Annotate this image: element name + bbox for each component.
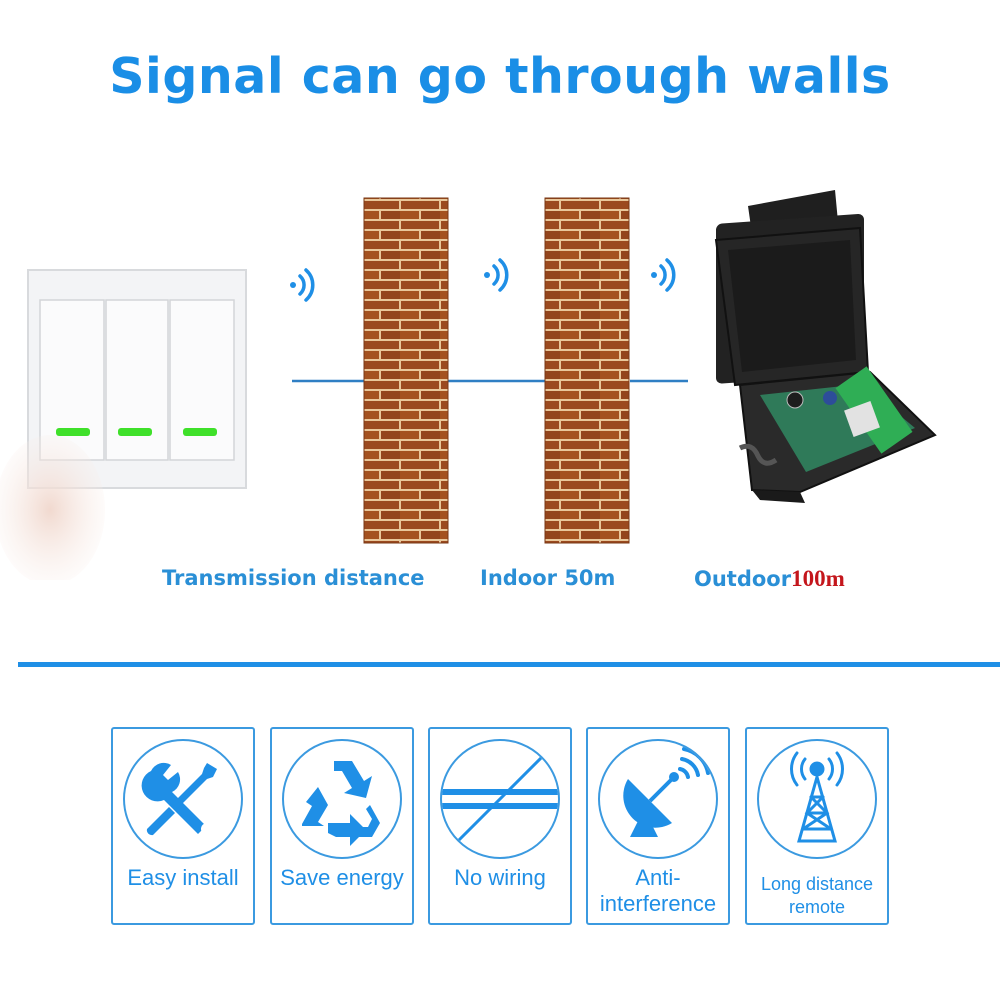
feature-label: Long distance remote xyxy=(760,874,874,917)
recycle-icon xyxy=(302,761,380,846)
page-title: Signal can go through walls xyxy=(109,48,891,105)
feature-card-no-wiring: No wiring xyxy=(428,727,572,925)
wave-icon xyxy=(290,268,315,302)
wrench-screwdriver-icon xyxy=(141,762,217,836)
scene-illustration xyxy=(0,190,937,580)
feature-label: Easy install xyxy=(127,865,239,890)
indoor-distance-label: Indoor 50m xyxy=(480,566,616,590)
no-wire-icon xyxy=(442,741,558,857)
feature-card-easy-install: Easy install xyxy=(111,727,255,925)
wave-icon xyxy=(484,258,509,292)
signal-tower-icon xyxy=(790,751,844,843)
wall-switch xyxy=(0,269,247,580)
brick-wall-2 xyxy=(544,197,630,544)
section-divider xyxy=(18,662,1000,667)
feature-label: Anti- interference xyxy=(599,865,717,916)
switch-led-3 xyxy=(183,428,217,436)
outdoor-label: Outdoor xyxy=(694,567,792,591)
finger-image xyxy=(0,435,105,580)
switch-led-2 xyxy=(118,428,152,436)
outdoor-distance-value: 100m xyxy=(791,566,845,591)
wave-icon xyxy=(651,258,676,292)
brick-wall-1 xyxy=(363,197,449,544)
receiver-module xyxy=(714,190,937,503)
feature-card-save-energy: Save energy xyxy=(270,727,414,925)
transmission-distance-label: Transmission distance xyxy=(162,566,425,590)
feature-card-anti-interference: Anti- interference xyxy=(586,727,730,925)
feature-label: No wiring xyxy=(454,865,546,890)
outdoor-distance-label: Outdoor100m xyxy=(694,566,845,592)
feature-label: Save energy xyxy=(280,865,404,890)
satellite-dish-icon xyxy=(623,747,710,837)
switch-led-1 xyxy=(56,428,90,436)
feature-card-long-distance: Long distance remote xyxy=(745,727,889,925)
